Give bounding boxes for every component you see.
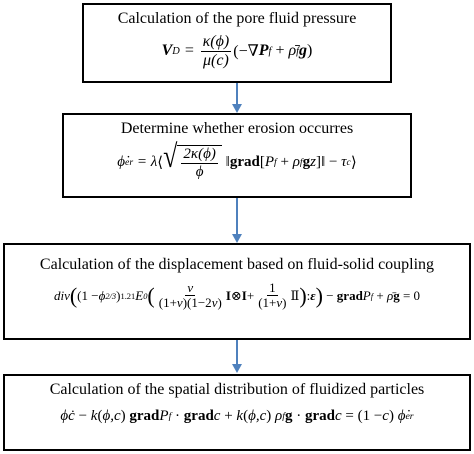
node-pore-fluid-pressure: Calculation of the pore fluid pressure V… [82,3,392,83]
node-title: Calculation of the displacement based on… [39,256,435,273]
node-title: Calculation of the pore fluid pressure [117,10,357,27]
node-fluidized-particles: Calculation of the spatial distribution … [3,374,471,451]
node-displacement: Calculation of the displacement based on… [3,243,471,340]
node-title: Calculation of the spatial distribution … [49,381,425,398]
node-title: Determine whether erosion occurres [120,120,354,137]
node-erosion: Determine whether erosion occurres ϕ̇er … [62,113,412,198]
